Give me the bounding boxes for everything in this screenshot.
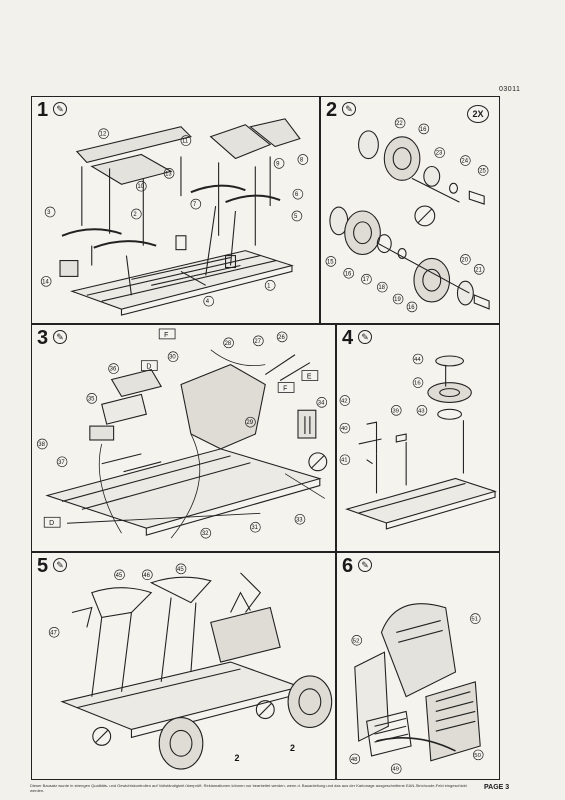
step-number: 5 [37, 555, 49, 577]
callout: 26 [278, 335, 285, 341]
callout: 45 [116, 573, 123, 579]
callout: 41 [341, 458, 348, 464]
callout: 30 [169, 355, 176, 361]
callout: 39 [392, 408, 399, 414]
callout: 31 [251, 525, 258, 531]
callout: 16 [345, 271, 352, 277]
callout: 25 [479, 168, 486, 174]
step-2-panel: 22 16 23 24 25 15 16 17 18 19 16 20 21 2… [320, 96, 500, 324]
callout: 33 [296, 517, 303, 523]
step-number: 1 [37, 99, 49, 121]
callout: 28 [225, 341, 232, 347]
callout: 10 [137, 184, 144, 190]
callout: 20 [461, 257, 468, 263]
step-3-diagram: F D F E D 28 27 26 30 36 35 29 34 38 37 … [36, 328, 328, 539]
marker: D [49, 520, 54, 527]
marker: E [307, 374, 312, 381]
callout: 21 [475, 267, 482, 273]
callout: 51 [471, 617, 478, 623]
document-number: 03011 [499, 86, 521, 93]
callout: 44 [414, 357, 421, 363]
glue-icon: ✎ [53, 558, 67, 572]
step-3-panel: F D F E D 28 27 26 30 36 35 29 34 38 37 … [31, 324, 336, 552]
glue-icon: ✎ [53, 102, 67, 116]
callout: 3 [47, 210, 51, 216]
marker: D [146, 364, 151, 371]
callout: 52 [353, 638, 360, 644]
callout: 47 [50, 630, 57, 636]
callout: 17 [363, 277, 370, 283]
marker: F [283, 385, 287, 392]
callout: 37 [58, 460, 65, 466]
callout: 4 [206, 299, 210, 305]
glue-icon: ✎ [358, 558, 372, 572]
callout: 8 [300, 157, 304, 163]
callout: 13 [165, 171, 172, 177]
callout: 40 [341, 426, 348, 432]
glue-icon: ✎ [53, 330, 67, 344]
step-4-panel: 44 16 42 39 43 40 41 4 ✎ [336, 324, 500, 552]
callout: 18 [378, 285, 385, 291]
callout: 49 [392, 767, 399, 773]
callout: 12 [100, 132, 107, 138]
step-6-panel: 51 52 50 49 48 6 ✎ [336, 552, 500, 780]
callout: 38 [38, 442, 45, 448]
callout: 14 [42, 279, 49, 285]
footer-text: Dieser Bausatz wurde in strengen Qualitä… [30, 783, 467, 793]
step-5-panel: 46 45 45 47 2 2 5 ✎ [31, 552, 336, 780]
callout: 2 [290, 743, 295, 753]
callout: 34 [318, 400, 325, 406]
callout: 50 [474, 753, 481, 759]
callout: 48 [351, 757, 358, 763]
callout: 1 [267, 283, 271, 289]
step-6-diagram: 51 52 50 49 48 [349, 603, 484, 775]
step-number: 4 [342, 327, 354, 349]
page-number: PAGE 3 [484, 784, 510, 791]
step-1-panel: 12 11 10 13 9 8 7 6 5 3 2 14 4 1 1 ✎ [31, 96, 320, 324]
callout: 36 [110, 367, 117, 373]
callout: 2 [235, 753, 240, 763]
callout: 22 [396, 121, 403, 127]
quantity-badge: 2X [467, 105, 489, 123]
callout: 5 [294, 214, 298, 220]
callout: 11 [182, 139, 189, 145]
callout: 16 [408, 305, 415, 311]
glue-icon: ✎ [342, 102, 356, 116]
callout: 35 [88, 396, 95, 402]
step-number: 3 [37, 327, 49, 349]
step-2-diagram: 22 16 23 24 25 15 16 17 18 19 16 20 21 [325, 117, 490, 313]
callout: 19 [394, 297, 401, 303]
callout: 45 [177, 567, 184, 573]
step-5-diagram: 46 45 45 47 2 2 [48, 563, 333, 770]
callout: 15 [327, 259, 334, 265]
step-1-diagram: 12 11 10 13 9 8 7 6 5 3 2 14 4 1 [40, 118, 309, 316]
glue-icon: ✎ [358, 330, 372, 344]
callout: 7 [193, 202, 196, 208]
callout: 2 [133, 212, 136, 218]
marker: F [164, 332, 168, 339]
callout: 43 [418, 408, 425, 414]
callout: 6 [295, 192, 299, 198]
callout: 42 [341, 398, 348, 404]
callout: 16 [414, 381, 421, 387]
callout: 27 [254, 339, 261, 345]
callout: 16 [420, 127, 427, 133]
callout: 23 [436, 151, 443, 157]
step-number: 6 [342, 555, 354, 577]
callout: 32 [202, 531, 209, 537]
step-number: 2 [326, 99, 338, 121]
callout: 9 [276, 161, 280, 167]
callout: 29 [246, 420, 253, 426]
callout: 24 [461, 159, 468, 165]
callout: 46 [143, 573, 150, 579]
step-4-diagram: 44 16 42 39 43 40 41 [339, 353, 497, 530]
